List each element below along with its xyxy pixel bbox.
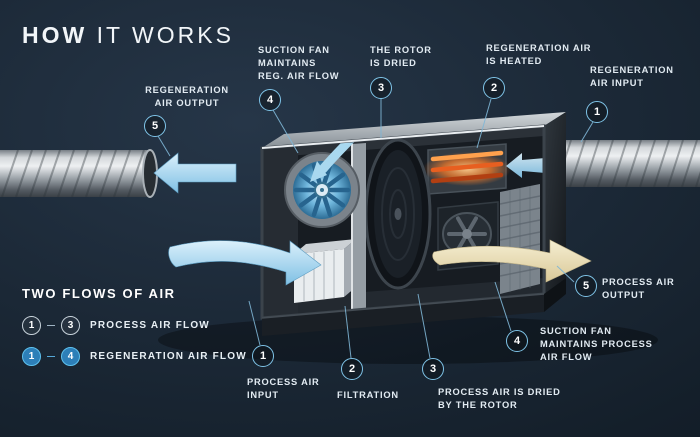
callout-badge-suction-fan-reg: 4 <box>259 89 281 111</box>
callout-label-regeneration-air-input: REGENERATION AIR INPUT <box>590 65 674 88</box>
callout-badge-suction-fan-process: 4 <box>506 330 528 352</box>
callout-label-rotor-dried: THE ROTOR IS DRIED <box>370 45 432 68</box>
legend-badge-process-end: 3 <box>61 316 80 335</box>
page-title: HOW IT WORKS <box>22 22 234 49</box>
callout-label-suction-fan-reg: SUCTION FAN MAINTAINS REG. AIR FLOW <box>258 45 340 81</box>
process-input-arrow <box>168 240 322 286</box>
legend-label-process: PROCESS AIR FLOW <box>90 320 210 331</box>
rotor <box>364 138 432 290</box>
callout-label-process-air-input: PROCESS AIR INPUT <box>247 377 320 400</box>
callout-badge-process-air-input: 1 <box>252 345 274 367</box>
callout-badge-filtration: 2 <box>341 358 363 380</box>
leader-lines <box>157 98 594 359</box>
callout-label-filtration: FILTRATION <box>337 390 399 400</box>
legend-range-dash-regeneration <box>47 355 55 358</box>
legend-row-regeneration: 1 4 REGENERATION AIR FLOW <box>22 347 247 366</box>
legend-row-process: 1 3 PROCESS AIR FLOW <box>22 316 210 335</box>
regeneration-output-arrow <box>153 152 237 194</box>
regeneration-fan <box>284 152 360 228</box>
title-rest: IT WORKS <box>87 22 234 48</box>
legend-badge-regeneration-end: 4 <box>61 347 80 366</box>
perforated-panel <box>499 184 541 294</box>
title-emphasis: HOW <box>22 22 88 48</box>
callout-label-regeneration-air-output: REGENERATION AIR OUTPUT <box>145 85 229 108</box>
left-duct <box>0 149 158 198</box>
callout-badge-regeneration-air-heated: 2 <box>483 77 505 99</box>
callout-badge-process-air-dried: 3 <box>422 358 444 380</box>
legend-title: TWO FLOWS OF AIR <box>22 286 176 301</box>
callout-badge-regeneration-air-input: 1 <box>586 101 608 123</box>
callout-label-regeneration-air-heated: REGENERATION AIR IS HEATED <box>486 43 592 66</box>
legend-label-regeneration: REGENERATION AIR FLOW <box>90 351 247 362</box>
cabinet-base <box>261 278 566 336</box>
callout-label-process-air-output: PROCESS AIR OUTPUT <box>602 277 675 300</box>
divider-panel <box>351 143 366 314</box>
legend-badge-process-start: 1 <box>22 316 41 335</box>
callout-label-process-air-dried: PROCESS AIR IS DRIED BY THE ROTOR <box>438 387 561 410</box>
process-output-arrow <box>432 239 592 283</box>
legend-range-dash-process <box>47 324 55 327</box>
legend-badge-regeneration-start: 1 <box>22 347 41 366</box>
cabinet-top-face <box>262 112 566 148</box>
callout-badge-regeneration-air-output: 5 <box>144 115 166 137</box>
callout-label-suction-fan-process: SUCTION FAN MAINTAINS PROCESS AIR FLOW <box>540 326 653 362</box>
callout-badge-process-air-output: 5 <box>575 275 597 297</box>
cabinet <box>260 112 566 336</box>
heater <box>423 143 511 195</box>
regeneration-intake-arrow <box>506 153 544 178</box>
callout-badge-rotor-dried: 3 <box>370 77 392 99</box>
right-duct <box>552 139 700 188</box>
